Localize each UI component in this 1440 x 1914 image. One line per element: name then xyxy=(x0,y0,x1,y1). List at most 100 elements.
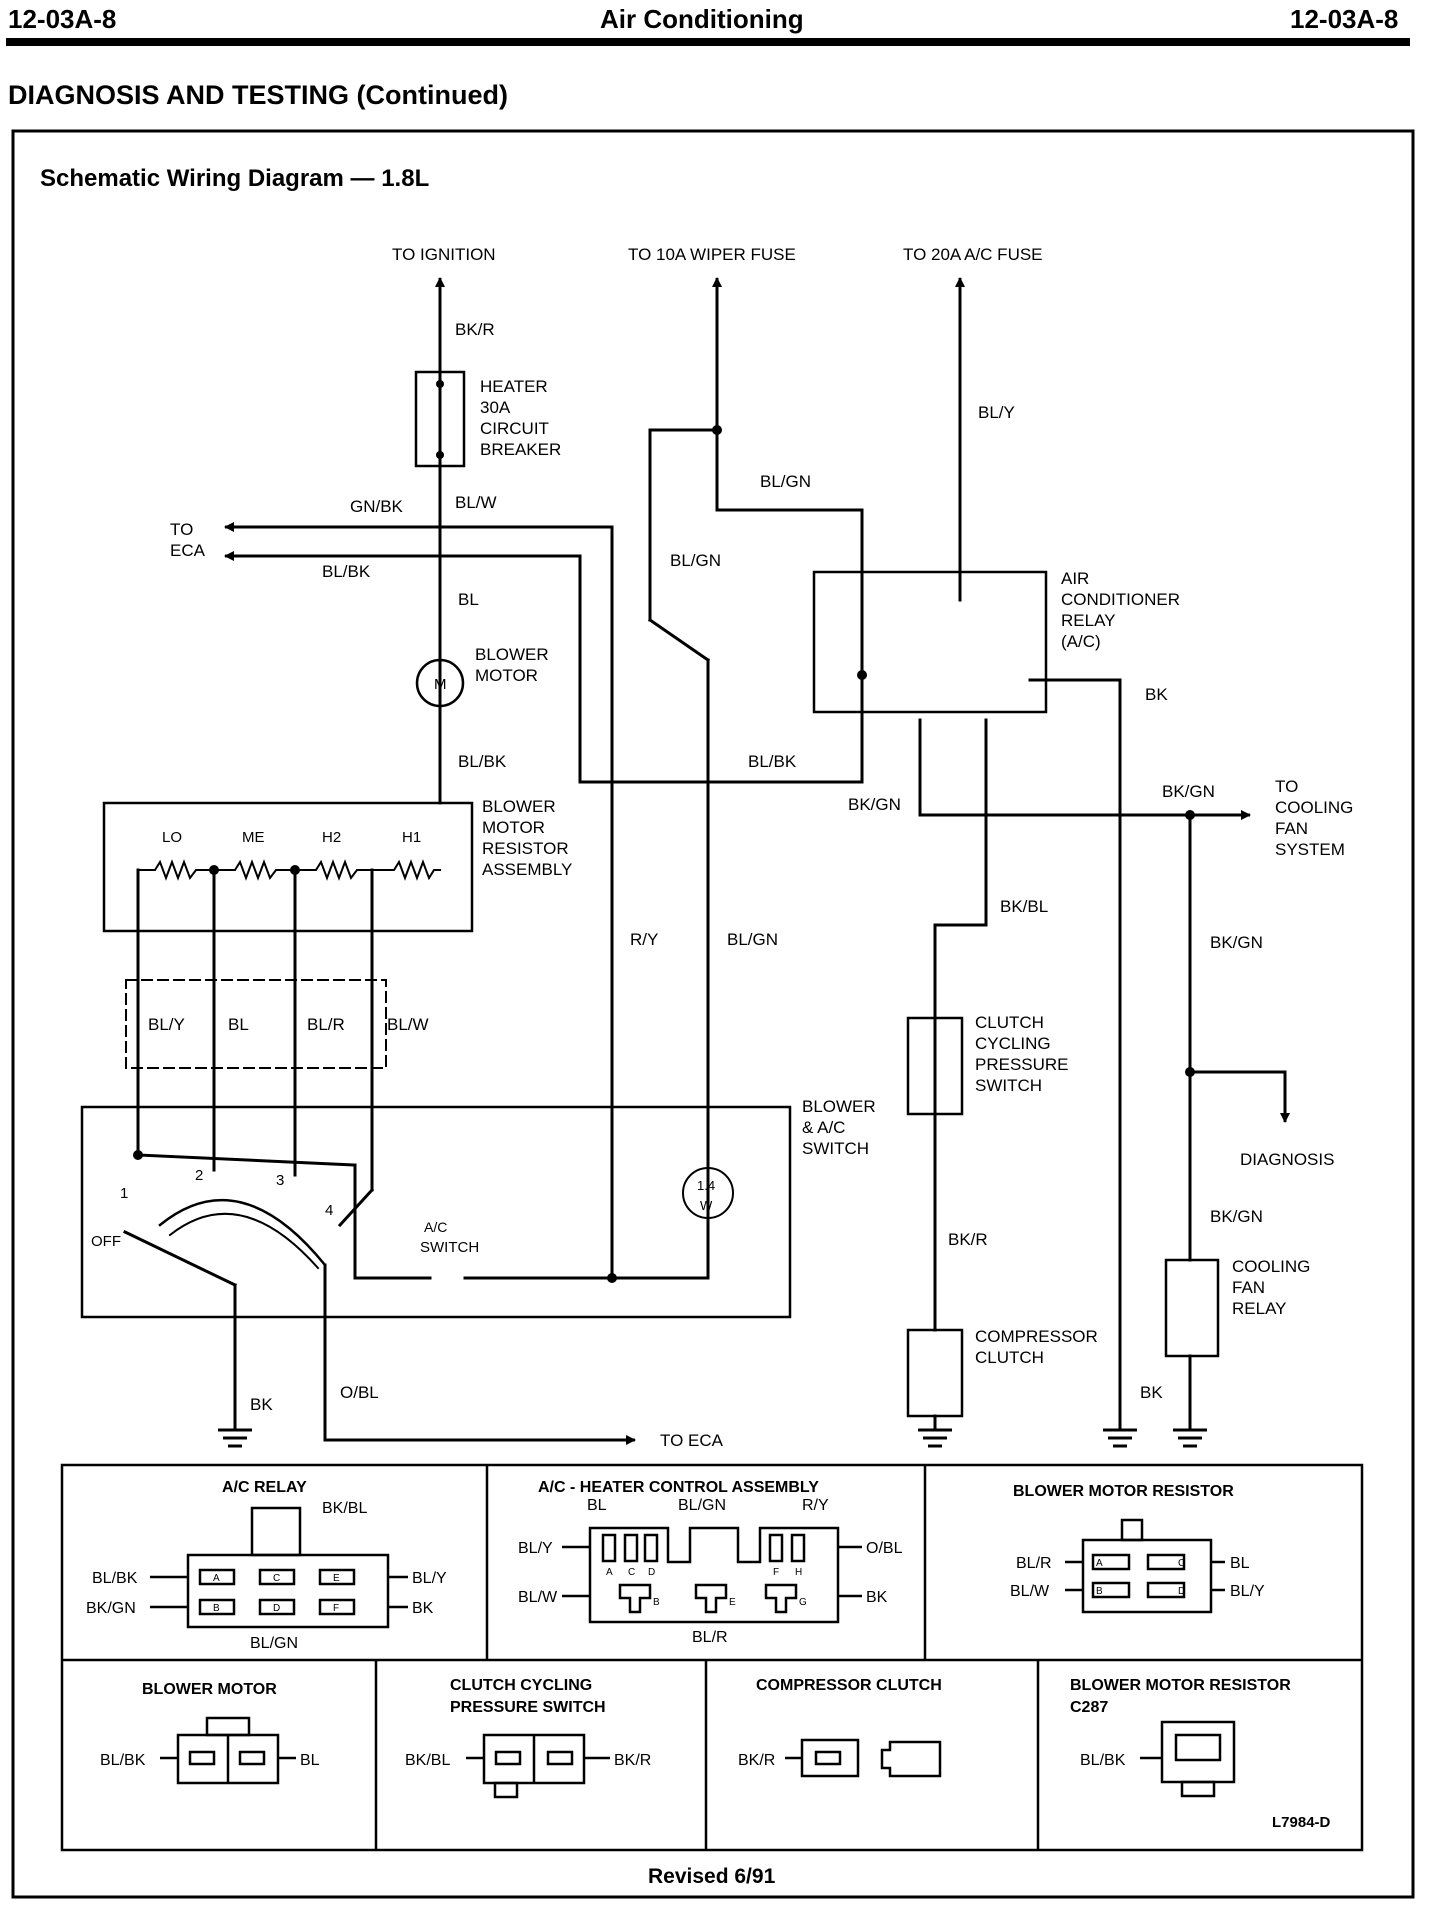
clutch-switch-wire-right: BK/R xyxy=(614,1752,651,1769)
circuit-breaker xyxy=(414,370,466,468)
conn-heater-control-title: A/C - HEATER CONTROL ASSEMBLY xyxy=(538,1479,819,1496)
resistor-wire-left-bottom: BL/W xyxy=(1010,1583,1050,1600)
compressor-clutch-label-1: COMPRESSOR xyxy=(975,1327,1098,1346)
resistor-wire-left-top: BL/R xyxy=(1016,1555,1052,1572)
wire-bkgn-fan: BK/GN xyxy=(1162,782,1215,801)
tap-h2: H2 xyxy=(322,829,341,846)
connector-wire-bly: BL/Y xyxy=(148,1015,185,1034)
c287-wire-left: BL/BK xyxy=(1080,1752,1126,1769)
compressor-clutch-connector xyxy=(785,1738,942,1778)
wire-blw-breaker: BL/W xyxy=(455,493,497,512)
resistor-assembly-box xyxy=(102,801,474,933)
breaker-label-2: 30A xyxy=(480,398,511,417)
clutch-switch-wire-left: BK/BL xyxy=(405,1752,450,1769)
wire-bly-fuse: BL/Y xyxy=(978,403,1015,422)
conn-ac-relay-title: A/C RELAY xyxy=(222,1479,307,1496)
heater-wire-right-top: O/BL xyxy=(866,1540,903,1557)
ac-relay-wire-right-top: BL/Y xyxy=(412,1570,447,1587)
ac-relay-label-2: CONDITIONER xyxy=(1061,590,1180,609)
switch-off: OFF xyxy=(91,1233,121,1250)
switch-pos-4: 4 xyxy=(325,1202,333,1219)
compressor-clutch-wire-left: BK/R xyxy=(738,1752,775,1769)
switch-label-1: BLOWER xyxy=(802,1097,876,1116)
blower-motor-symbol xyxy=(415,658,465,708)
connector-wire-blr: BL/R xyxy=(307,1015,345,1034)
header-rule xyxy=(6,38,1410,46)
ac-switch-label-1: A/C xyxy=(424,1219,447,1235)
tap-lo: LO xyxy=(162,829,182,846)
cooling-fan-system-1: TO xyxy=(1275,777,1298,796)
heater-pin-e: E xyxy=(729,1597,736,1608)
wire-ry: R/Y xyxy=(630,930,658,949)
heater-pin-f: F xyxy=(773,1567,779,1578)
clutch-switch-label-4: SWITCH xyxy=(975,1076,1042,1095)
diagram-labels: TO IGNITION TO 10A WIPER FUSE TO 20A A/C… xyxy=(91,245,1353,1450)
conn-clutch-switch-title-2: PRESSURE SWITCH xyxy=(450,1699,606,1716)
to-eca-left-2: ECA xyxy=(170,541,206,560)
ac-relay-wire-left-bottom: BK/GN xyxy=(86,1600,136,1617)
ac-relay-pin-e: E xyxy=(333,1573,340,1584)
resistor-pin-a: A xyxy=(1096,1558,1103,1569)
switch-pos-3: 3 xyxy=(276,1172,284,1189)
ac-relay-label-3: RELAY xyxy=(1061,611,1116,630)
ac-relay-connector xyxy=(150,1506,408,1629)
wire-obl: O/BL xyxy=(340,1383,379,1402)
indicator-lamp xyxy=(682,1167,734,1219)
resistor-assembly-label-4: ASSEMBLY xyxy=(482,860,572,879)
resistor-pin-d: D xyxy=(1178,1586,1185,1597)
resistor-assembly-label-2: MOTOR xyxy=(482,818,545,837)
cooling-fan-system-3: FAN xyxy=(1275,819,1308,838)
breaker-label-3: CIRCUIT xyxy=(480,419,549,438)
lamp-label-1: 1.4 xyxy=(697,1178,715,1193)
clutch-switch-connector xyxy=(466,1733,610,1799)
ac-relay-label-1: AIR xyxy=(1061,569,1089,588)
blower-motor-label-2: MOTOR xyxy=(475,666,538,685)
ac-relay-wire-right-bottom: BK xyxy=(412,1600,434,1617)
lamp-label-2: W xyxy=(700,1198,713,1213)
switch-label-3: SWITCH xyxy=(802,1139,869,1158)
switch-pos-1: 1 xyxy=(120,1185,128,1202)
diagram-title: Schematic Wiring Diagram — 1.8L xyxy=(40,165,429,192)
ac-relay-box xyxy=(812,570,1048,714)
blower-resistor-c287-connector xyxy=(1140,1720,1236,1798)
wire-blbk-relay: BL/BK xyxy=(748,752,797,771)
label-to-wiper-fuse: TO 10A WIPER FUSE xyxy=(628,245,796,264)
diagnosis-label: DIAGNOSIS xyxy=(1240,1150,1334,1169)
drawing-code: L7984-D xyxy=(1272,1814,1331,1831)
connector-wire-bl: BL xyxy=(228,1015,249,1034)
ac-switch-label-2: SWITCH xyxy=(420,1239,479,1256)
wire-blgn-down: BL/GN xyxy=(670,551,721,570)
wire-bk-ground-left: BK xyxy=(250,1395,273,1414)
blower-motor-wire-left: BL/BK xyxy=(100,1752,146,1769)
wire-blbk-eca: BL/BK xyxy=(322,562,371,581)
ac-relay-pin-f: F xyxy=(333,1603,339,1614)
header-center: Air Conditioning xyxy=(600,4,804,34)
breaker-label-4: BREAKER xyxy=(480,440,561,459)
diagram-frame xyxy=(11,129,1415,1899)
heater-wire-top-2: BL/GN xyxy=(678,1497,726,1514)
cooling-fan-system-2: COOLING xyxy=(1275,798,1353,817)
cooling-fan-relay-label-1: COOLING xyxy=(1232,1257,1310,1276)
resistor-assembly-label-3: RESISTOR xyxy=(482,839,569,858)
breaker-label-1: HEATER xyxy=(480,377,548,396)
label-to-ac-fuse: TO 20A A/C FUSE xyxy=(903,245,1043,264)
wire-bkgn-relay-lower: BK/GN xyxy=(1210,1207,1263,1226)
tap-h1: H1 xyxy=(402,829,421,846)
connector-panel xyxy=(60,1463,1364,1852)
heater-wire-right-bottom: BK xyxy=(866,1589,888,1606)
ac-relay-label-4: (A/C) xyxy=(1061,632,1101,651)
ac-relay-wire-bottom: BL/GN xyxy=(250,1635,298,1652)
ac-relay-pin-c: C xyxy=(273,1573,280,1584)
wire-bl-motor: BL xyxy=(458,590,479,609)
heater-pin-g: G xyxy=(799,1597,807,1608)
wire-bkbl: BK/BL xyxy=(1000,897,1048,916)
cooling-fan-relay-label-3: RELAY xyxy=(1232,1299,1287,1318)
heater-pin-h: H xyxy=(795,1567,802,1578)
resistor-wire-right-top: BL xyxy=(1230,1555,1250,1572)
revised-date: Revised 6/91 xyxy=(648,1865,776,1888)
resistor-pin-c: C xyxy=(1178,1558,1185,1569)
ac-relay-pin-d: D xyxy=(273,1603,280,1614)
wire-blbk-motor: BL/BK xyxy=(458,752,507,771)
ac-relay-wire-left-top: BL/BK xyxy=(92,1570,138,1587)
blower-motor-wire-right: BL xyxy=(300,1752,320,1769)
